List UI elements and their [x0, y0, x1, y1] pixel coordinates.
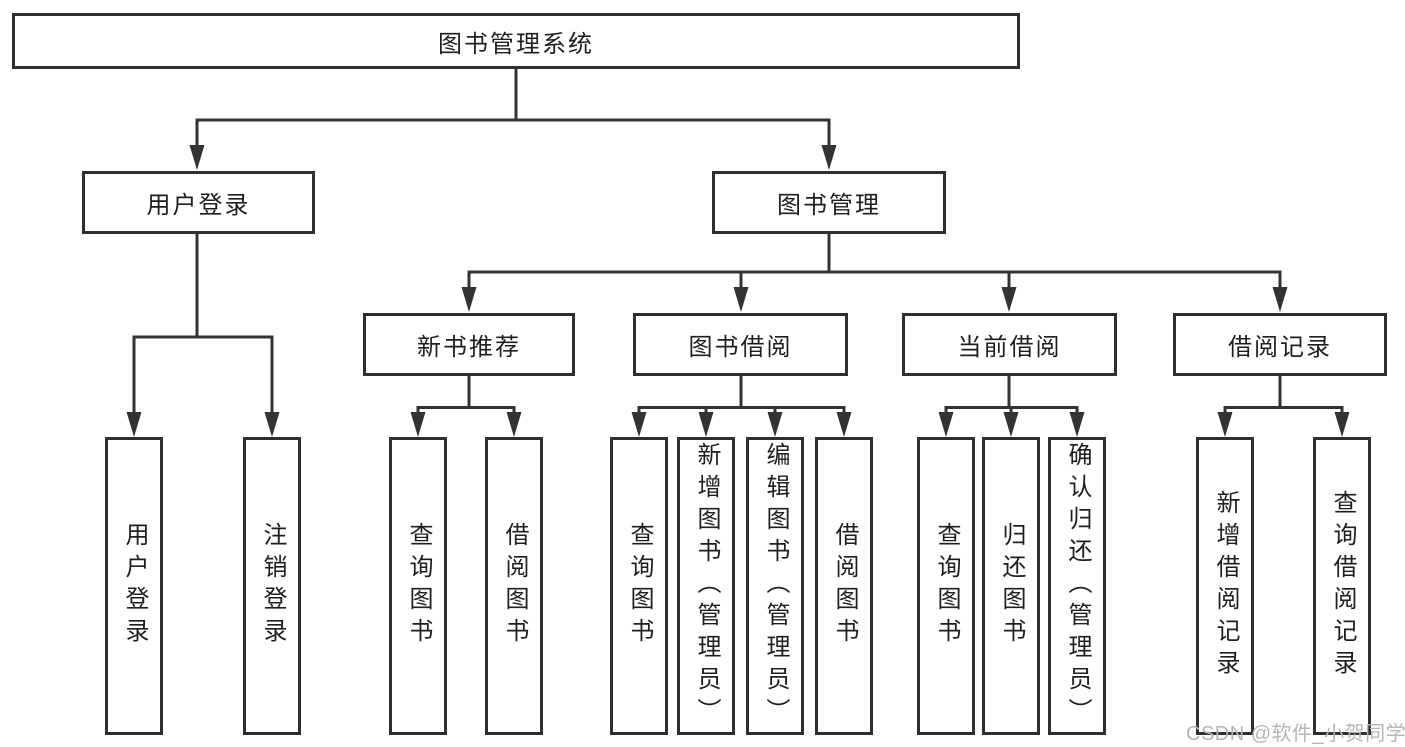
leaf-records-add-borrow-record: 新增借阅记录 — [1196, 437, 1254, 735]
leaf-logout: 注销登录 — [243, 437, 301, 735]
leaf-current-confirm-return-admin: 确认归还（管理员） — [1048, 437, 1106, 735]
leaf-recommend-query-books: 查询图书 — [389, 437, 447, 735]
arrowheads — [126, 145, 1350, 437]
csdn-watermark: CSDN @软件_小贺同学 — [1186, 723, 1405, 745]
node-book-management: 图书管理 — [712, 171, 946, 234]
node-library-management-system: 图书管理系统 — [12, 13, 1020, 69]
node-borrowing-records: 借阅记录 — [1173, 313, 1387, 376]
node-new-book-recommendation: 新书推荐 — [363, 313, 575, 376]
leaf-current-return-books: 归还图书 — [982, 437, 1040, 735]
leaf-user-login: 用户登录 — [105, 437, 163, 735]
node-current-borrowing: 当前借阅 — [902, 313, 1117, 376]
node-user-login: 用户登录 — [82, 171, 315, 234]
leaf-borrowing-add-books-admin: 新增图书（管理员） — [677, 437, 735, 735]
leaf-borrowing-query-books: 查询图书 — [610, 437, 668, 735]
node-book-borrowing: 图书借阅 — [633, 313, 848, 376]
leaf-borrowing-borrow-books: 借阅图书 — [815, 437, 873, 735]
leaf-records-query-borrow-record: 查询借阅记录 — [1313, 437, 1371, 735]
leaf-borrowing-edit-books-admin: 编辑图书（管理员） — [746, 437, 804, 735]
leaf-recommend-borrow-books: 借阅图书 — [485, 437, 543, 735]
leaf-current-query-books: 查询图书 — [917, 437, 975, 735]
